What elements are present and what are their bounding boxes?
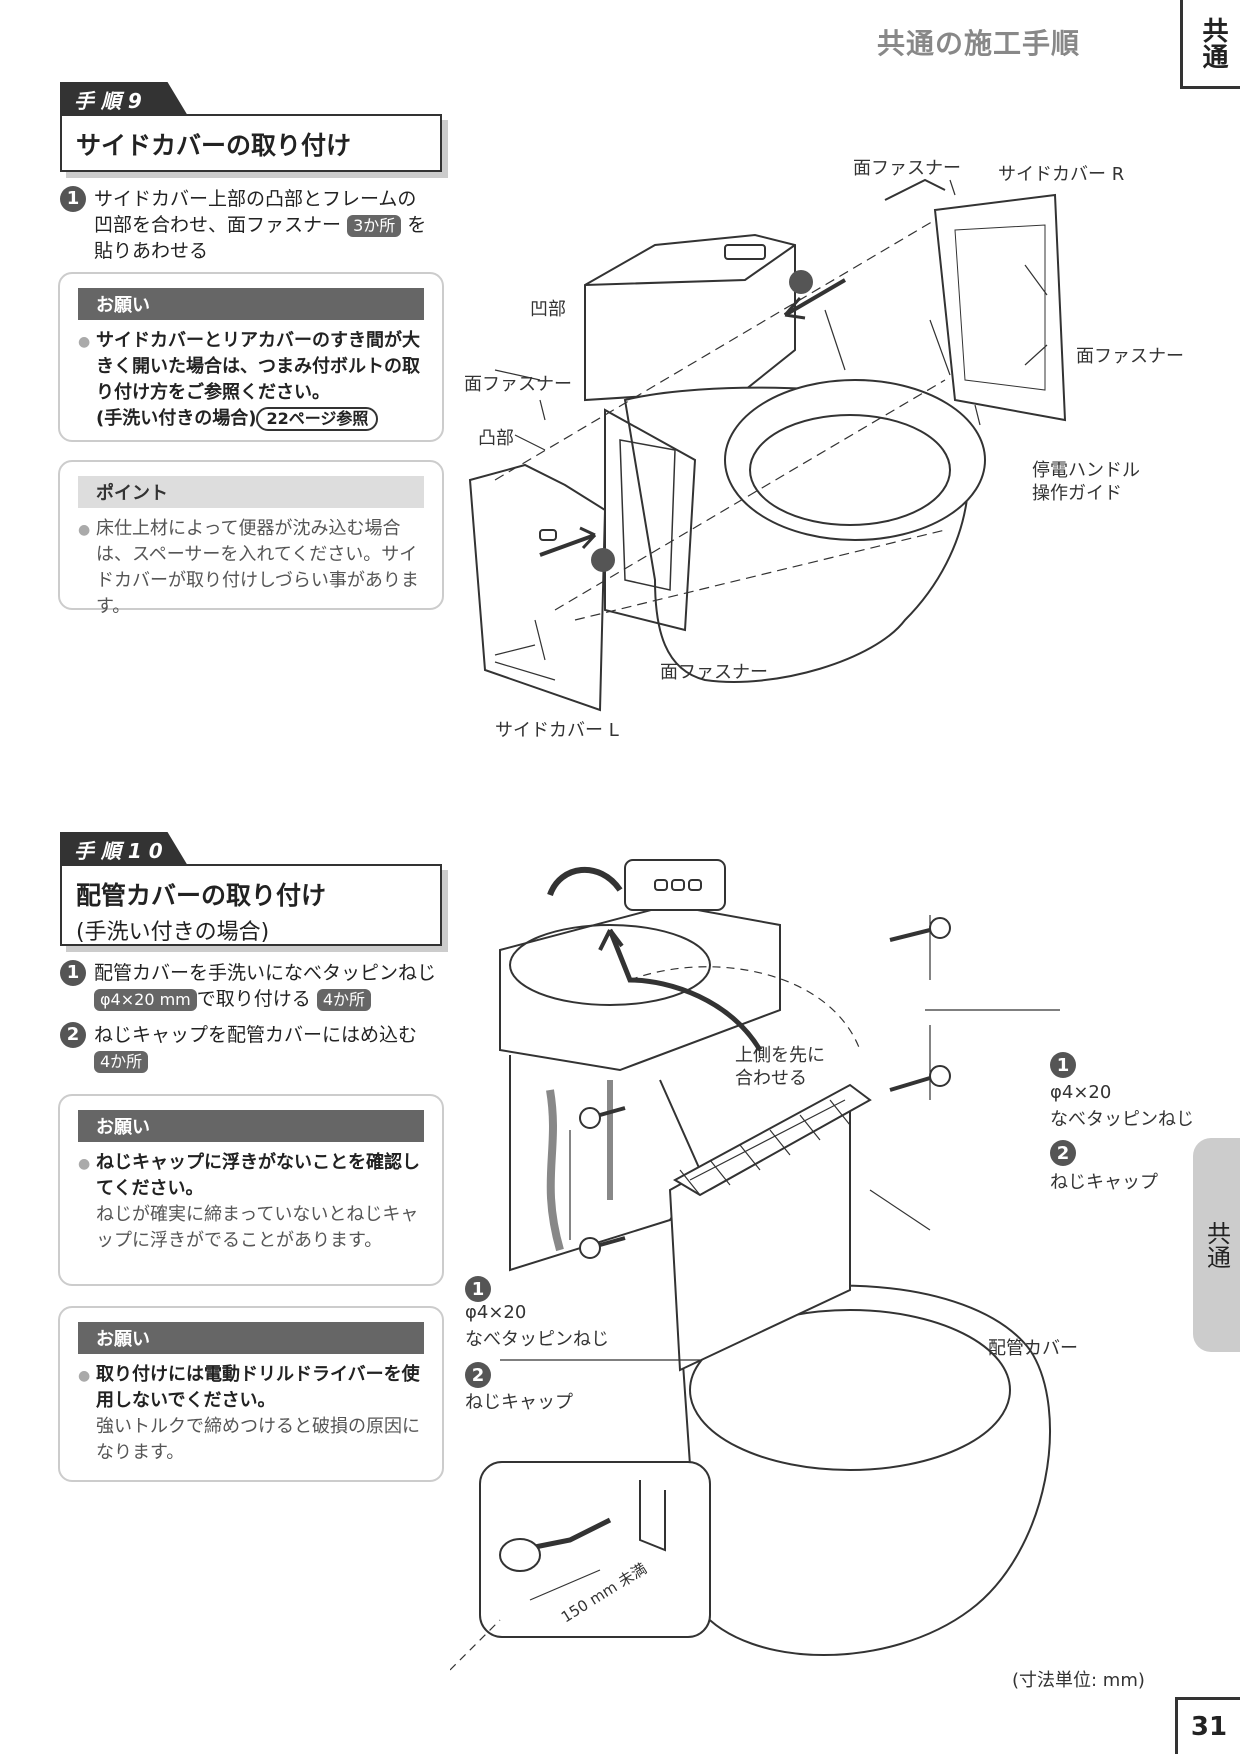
label-side-cover-l: サイドカバー L [495,720,619,741]
figure-number-1: 1 [1050,1052,1076,1078]
note-bold-text: 取り付けには電動ドリルドライバーを使用しないでください。 [96,1364,420,1411]
note-body: ● 床仕上材によって便器が沈み込む場合は、スペーサーを入れてください。サイドカバ… [78,516,424,620]
label-handle-guide-1: 停電ハンドル [1032,460,1140,481]
label-recess: 凹部 [530,299,566,320]
note-text: 床仕上材によって便器が沈み込む場合は、スペーサーを入れてください。サイドカバーが… [96,518,419,617]
step9-instruction: 1 サイドカバー上部の凸部とフレームの 凹部を合わせ、面ファスナー 3か所 を … [60,186,450,264]
label-fastener-left: 面ファスナー [464,374,572,395]
pipe-cover-illustration [450,859,1060,1671]
step10-label: 手 順 1 0 [60,832,188,866]
label-fastener-top: 面ファスナー [853,158,961,179]
section-tab-label: 共通 [1198,17,1228,69]
label-cap-right: ねじキャップ [1050,1172,1158,1193]
note-heading: お願い [78,1110,424,1142]
bullet-icon: ● [78,1368,91,1384]
bullet-icon: ● [78,522,91,538]
size-badge: φ4×20 mm [94,989,197,1011]
step10-request-note-2: お願い ● 取り付けには電動ドリルドライバーを使用しないでください。 強いトルク… [58,1306,444,1482]
note-body: ● 取り付けには電動ドリルドライバーを使用しないでください。 強いトルクで締めつ… [78,1362,424,1466]
page-number: 31 [1175,1697,1240,1754]
count-badge: 4か所 [94,1051,149,1073]
bullet-icon: ● [78,1156,91,1172]
figure-number-2: 2 [465,1362,491,1388]
note-text: ねじが確実に締まっていないとねじキャップに浮きがでることがあります。 [96,1204,419,1251]
chapter-side-tab: 共通 [1193,1138,1240,1352]
step10-request-note-1: お願い ● ねじキャップに浮きがないことを確認してください。 ねじが確実に締まっ… [58,1094,444,1286]
note-ref-line: (手洗い付きの場合)22ページ参照 [96,406,424,432]
label-side-cover-r: サイドカバー R [998,164,1125,185]
note-text: サイドカバーとリアカバーのすき間が大きく開いた場合は、つまみ付ボルトの取り付け方… [96,330,420,403]
label-protrusion: 凸部 [478,428,514,449]
step9-point-note: ポイント ● 床仕上材によって便器が沈み込む場合は、スペーサーを入れてください。… [58,460,444,617]
label-screw-size-right: φ4×20 [1050,1082,1112,1103]
step-number-1: 1 [60,960,86,986]
step10-item-2: 2 ねじキャップを配管カバーにはめ込む 4か所 [60,1022,450,1074]
step9-item1-line3: 貼りあわせる [94,240,209,262]
label-screw-size-left: φ4×20 [465,1302,527,1323]
step-number-2: 2 [60,1022,86,1048]
step9-label: 手 順 9 [60,82,188,116]
step10-subtitle: (手洗い付きの場合) [76,920,270,945]
bullet-icon: ● [78,334,91,350]
side-tab-label: 共通 [1202,1221,1231,1269]
note-text: 強いトルクで締めつけると破損の原因になります。 [96,1416,420,1463]
note-body: ● ねじキャップに浮きがないことを確認してください。 ねじが確実に締まっていない… [78,1150,424,1254]
label-pipe-cover: 配管カバー [988,1338,1078,1359]
side-cover-illustration [468,178,1067,712]
section-tab: 共通 [1180,0,1240,89]
count-badge: 3か所 [347,215,402,237]
step9-item-1: 1 サイドカバー上部の凸部とフレームの 凹部を合わせ、面ファスナー 3か所 を … [60,186,450,264]
section-title: 共通の施工手順 [876,27,1080,60]
step9-item1-line1: サイドカバー上部の凸部とフレームの [94,188,417,210]
figure-number-2: 2 [1050,1140,1076,1166]
note-heading: お願い [78,1322,424,1354]
figure-number-1: 1 [465,1276,491,1302]
unit-note: (寸法単位: mm) [1012,1670,1145,1691]
step-number-1: 1 [60,186,86,212]
note-bold-text: ねじキャップに浮きがないことを確認してください。 [96,1152,420,1199]
label-cap-left: ねじキャップ [465,1392,573,1413]
note-body: ● サイドカバーとリアカバーのすき間が大きく開いた場合は、つまみ付ボルトの取り付… [78,328,424,432]
page-reference: 22ページ参照 [256,407,379,431]
label-fastener-right: 面ファスナー [1076,346,1184,367]
step10-item2-line1: ねじキャップを配管カバーにはめ込む [94,1024,418,1046]
note-heading: ポイント [78,476,424,508]
count-badge: 4か所 [316,989,372,1011]
step10-title: 配管カバーの取り付け [76,881,327,910]
label-upper-side-first-1: 上側を先に [735,1045,825,1066]
step9-title: サイドカバーの取り付け [76,131,352,160]
step9-request-note: お願い ● サイドカバーとリアカバーのすき間が大きく開いた場合は、つまみ付ボルト… [58,272,444,442]
note-heading: お願い [78,288,424,320]
label-upper-side-first-2: 合わせる [735,1068,807,1089]
label-screw-name-left: なべタッピンねじ [465,1329,609,1350]
step9-title-box: サイドカバーの取り付け [60,114,442,172]
step10-item1-line1: 配管カバーを手洗いになべタッピンねじ [94,962,437,984]
label-handle-guide-2: 操作ガイド [1032,483,1122,504]
step10-title-box: 配管カバーの取り付け (手洗い付きの場合) [60,864,442,946]
label-fastener-bottom: 面ファスナー [660,662,768,683]
step9-item1-line2: 凹部を合わせ、面ファスナー 3か所 を [94,214,427,237]
label-screw-name-right: なべタッピンねじ [1050,1109,1194,1130]
